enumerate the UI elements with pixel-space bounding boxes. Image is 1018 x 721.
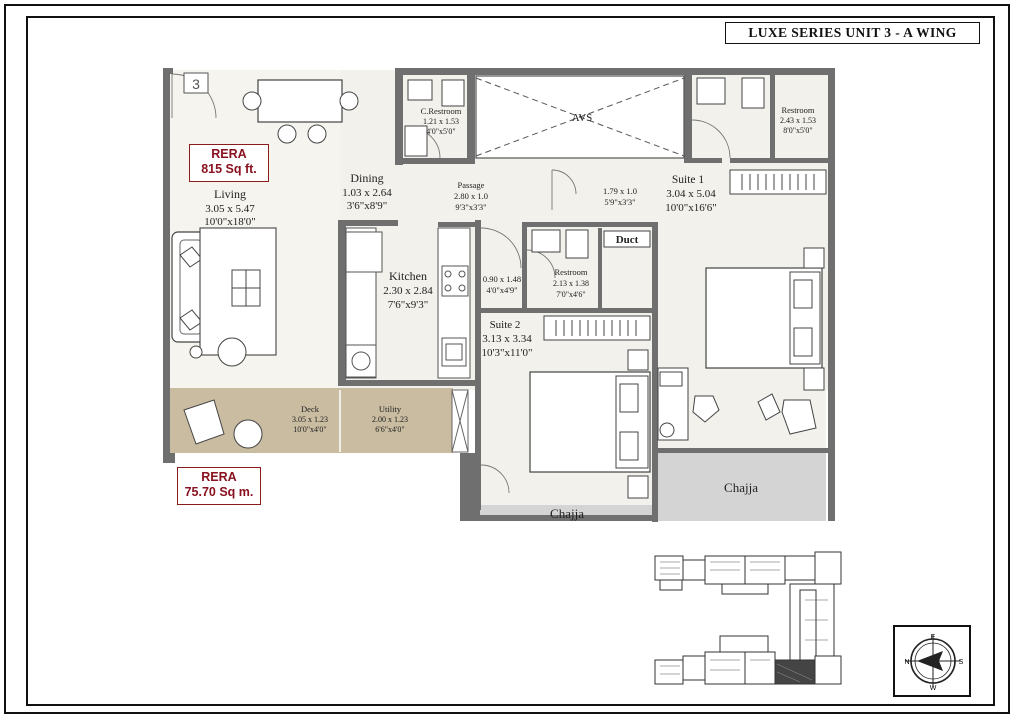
rera-carpet-label: RERA bbox=[211, 147, 247, 161]
restroom-1-dim-m: 2.43 x 1.53 bbox=[780, 116, 816, 125]
restroom-1-dim-ft: 8'0"x5'0" bbox=[783, 126, 812, 135]
suite-1-dim-m: 3.04 x 5.04 bbox=[666, 188, 716, 200]
passage-dim-ft: 9'3"x3'3" bbox=[455, 202, 486, 212]
avs-cross bbox=[475, 77, 685, 157]
avs-name: AVS bbox=[572, 112, 593, 124]
rera-metric-box: RERA 75.70 Sq m. bbox=[177, 467, 261, 505]
c-restroom-dim-m: 1.21 x 1.53 bbox=[423, 117, 459, 126]
rera-metric-value: 75.70 Sq m. bbox=[184, 485, 254, 499]
study-desk bbox=[657, 367, 817, 441]
deck-dim-ft: 10'0"x4'0" bbox=[293, 425, 326, 434]
outer-frame bbox=[4, 4, 1010, 714]
room-labels: 3 Living 3.05 x 5.47 10'0"x18'0" Dining … bbox=[192, 76, 816, 521]
duct-box bbox=[603, 230, 651, 248]
utility-name: Utility bbox=[379, 404, 402, 414]
utility-dim-ft: 6'6"x4'0" bbox=[375, 425, 404, 434]
unit-badge bbox=[183, 72, 209, 94]
chajja-2-name: Chajja bbox=[550, 506, 584, 521]
walls bbox=[163, 68, 835, 522]
plan-title: LUXE SERIES UNIT 3 - A WING bbox=[725, 22, 980, 44]
passage-2-dim-ft: 5'9"x3'3" bbox=[604, 197, 635, 207]
dining-table bbox=[242, 79, 359, 144]
restroom-2-dim-ft: 7'0"x4'6" bbox=[556, 290, 585, 299]
compass-box: E W N S bbox=[893, 625, 971, 697]
rera-carpet-box: RERA 815 Sq ft. bbox=[189, 144, 269, 182]
svg-text:E: E bbox=[931, 634, 936, 641]
inner-frame bbox=[26, 16, 995, 706]
passage-name: Passage bbox=[458, 180, 485, 190]
svg-text:W: W bbox=[930, 685, 937, 692]
unit-number: 3 bbox=[192, 76, 200, 92]
kitchen-dim-m: 2.30 x 2.84 bbox=[383, 285, 433, 297]
living-name: Living bbox=[214, 187, 246, 201]
kitchen-dim-ft: 7'6"x9'3" bbox=[388, 299, 428, 311]
deck-furniture bbox=[183, 399, 263, 449]
deck-dim-m: 3.05 x 1.23 bbox=[292, 415, 328, 424]
living-dim-m: 3.05 x 5.47 bbox=[205, 203, 255, 215]
restroom-1-name: Restroom bbox=[781, 105, 814, 115]
bed-suite-1 bbox=[705, 247, 825, 391]
living-sofa bbox=[171, 227, 277, 367]
rera-metric-label: RERA bbox=[201, 470, 237, 484]
dining-name: Dining bbox=[350, 171, 383, 185]
living-dim-ft: 10'0"x18'0" bbox=[204, 216, 255, 228]
chajja-floor-1 bbox=[658, 453, 826, 521]
suite-2-dim-ft: 10'3"x11'0" bbox=[481, 347, 532, 359]
duct-name: Duct bbox=[616, 234, 639, 246]
c-restroom-dim-ft: 4'0"x5'0" bbox=[426, 127, 455, 136]
wardrobe-suite-1 bbox=[729, 169, 827, 195]
dining-dim-ft: 3'6"x8'9" bbox=[347, 200, 387, 212]
kitchen-counter bbox=[345, 227, 471, 379]
suite-1-dim-ft: 10'0"x16'6" bbox=[665, 202, 716, 214]
dining-dim-m: 1.03 x 2.64 bbox=[342, 187, 392, 199]
north-arrow-icon: E W N S bbox=[904, 634, 964, 692]
c-restroom-name: C.Restroom bbox=[421, 106, 462, 116]
lobby-dim-ft: 4'0"x4'9" bbox=[486, 285, 517, 295]
suite-2-name: Suite 2 bbox=[490, 319, 521, 331]
wardrobe-suite-2 bbox=[543, 315, 651, 341]
suite-2-dim-m: 3.13 x 3.34 bbox=[482, 333, 532, 345]
bathroom-fixtures bbox=[404, 77, 765, 453]
chajja-1-name: Chajja bbox=[724, 480, 758, 495]
avs-shaft bbox=[475, 75, 685, 159]
bed-suite-2 bbox=[529, 349, 651, 499]
suite-1-name: Suite 1 bbox=[672, 174, 705, 186]
lobby-dim-m: 0.90 x 1.48 bbox=[483, 274, 521, 284]
utility-dim-m: 2.00 x 1.23 bbox=[372, 415, 408, 424]
restroom-2-name: Restroom bbox=[554, 267, 587, 277]
svg-text:S: S bbox=[959, 659, 964, 666]
key-plan bbox=[654, 551, 842, 685]
restroom-2-dim-m: 2.13 x 1.38 bbox=[553, 279, 589, 288]
rera-carpet-value: 815 Sq ft. bbox=[201, 162, 257, 176]
deck-name: Deck bbox=[301, 404, 320, 414]
passage-dim-m: 2.80 x 1.0 bbox=[454, 191, 488, 201]
kitchen-name: Kitchen bbox=[389, 269, 427, 283]
passage-2-dim-m: 1.79 x 1.0 bbox=[603, 186, 637, 196]
svg-text:N: N bbox=[904, 659, 909, 666]
